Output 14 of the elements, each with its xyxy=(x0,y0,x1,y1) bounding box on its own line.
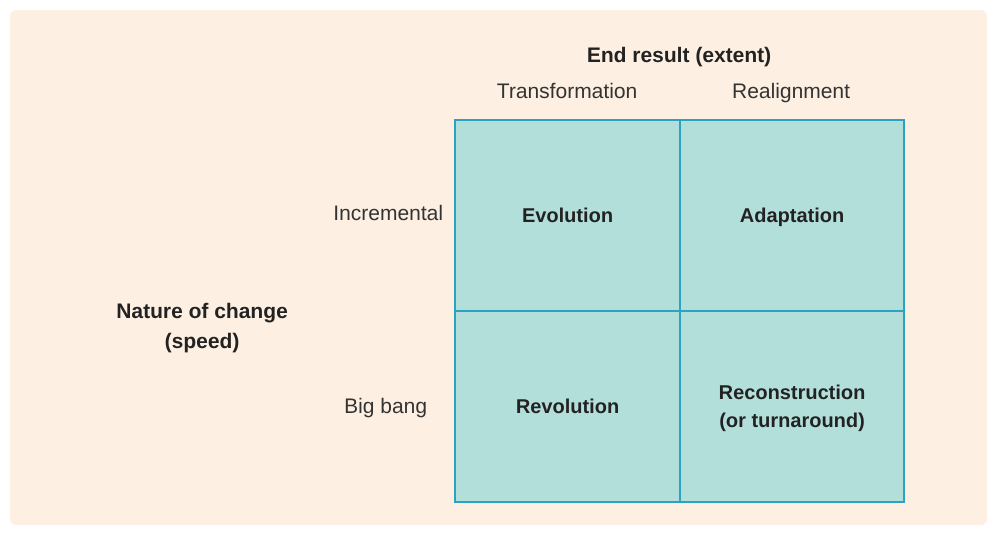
row-heading: Incremental xyxy=(333,202,443,226)
column-heading: Transformation xyxy=(496,80,638,104)
matrix-cell xyxy=(679,119,905,312)
matrix-cell xyxy=(454,119,681,312)
cell-label: Revolution xyxy=(514,394,620,420)
matrix-cell xyxy=(454,310,681,503)
matrix-cell xyxy=(679,310,905,503)
cell-label: Evolution xyxy=(520,204,614,228)
cell-label: Reconstruction (or turnaround) xyxy=(718,380,866,434)
axis-heading: Nature of change (speed) xyxy=(115,299,289,356)
axis-heading: End result (extent) xyxy=(586,44,772,68)
column-heading: Realignment xyxy=(732,80,850,104)
row-heading: Big bang xyxy=(344,395,427,419)
cell-label: Adaptation xyxy=(738,204,846,228)
